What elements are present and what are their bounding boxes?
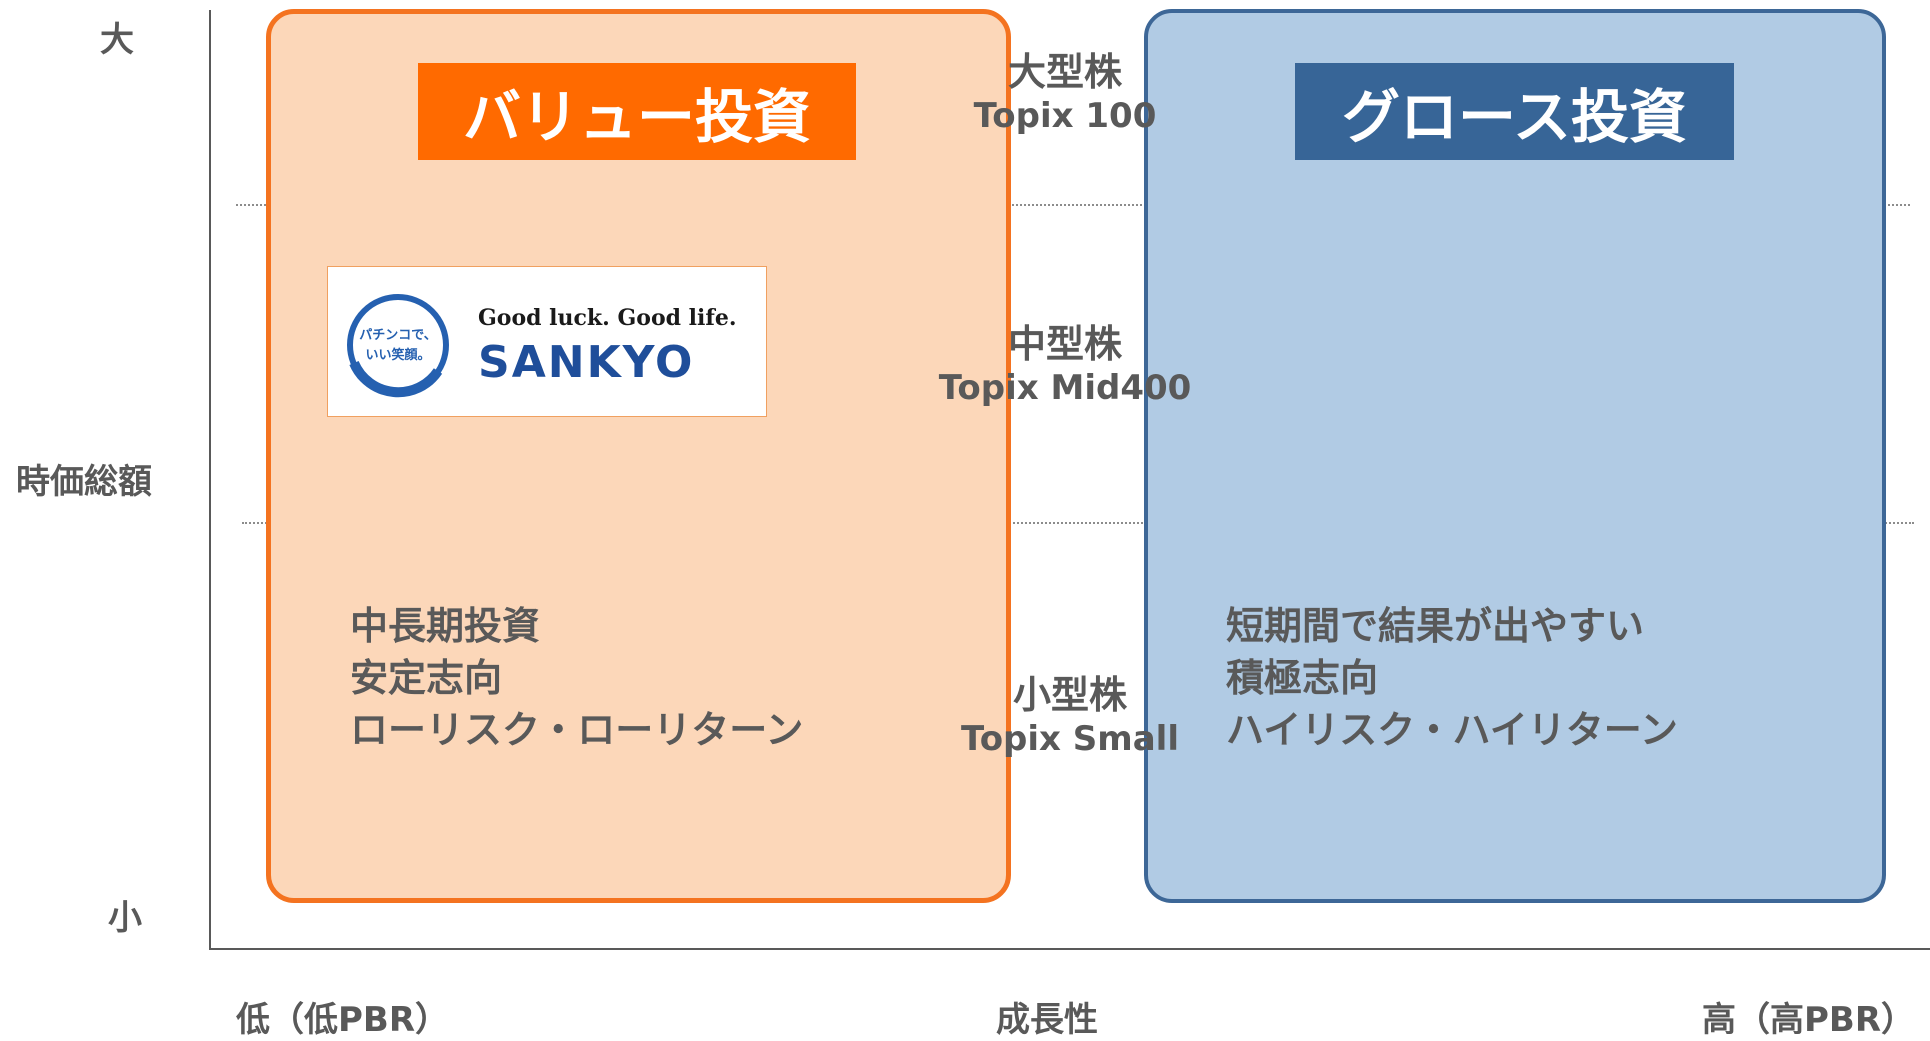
sankyo-logo-graphic: パチンコで、 いい笑顔。 Good luck. Good life. SANKY…: [347, 294, 737, 398]
growth-description: 短期間で結果が出やすい 積極志向 ハイリスク・ハイリターン: [1226, 600, 1678, 756]
tier-mid: 中型株 Topix Mid400: [910, 322, 1220, 408]
value-investing-panel: [266, 9, 1011, 903]
x-axis-line: [209, 948, 1930, 950]
tier-small-jp: 小型株: [1012, 673, 1127, 717]
svg-text:Good luck. Good life.: Good luck. Good life.: [478, 305, 737, 331]
tier-separator-upper: [236, 204, 1910, 206]
tier-large: 大型株 Topix 100: [960, 50, 1170, 136]
value-line: 中長期投資: [350, 604, 541, 648]
growth-line: 短期間で結果が出やすい: [1226, 604, 1645, 648]
growth-investing-title: グロース投資: [1295, 63, 1734, 160]
value-line: ローリスク・ローリターン: [350, 708, 804, 752]
growth-line: 積極志向: [1226, 656, 1379, 700]
x-axis-right-label: 高（高PBR）: [1702, 1000, 1916, 1040]
value-description: 中長期投資 安定志向 ローリスク・ローリターン: [350, 600, 803, 756]
y-axis-title: 時価総額: [16, 462, 152, 502]
x-axis-left-label: 低（低PBR）: [236, 1000, 450, 1040]
y-axis-line: [209, 10, 211, 950]
value-line: 安定志向: [350, 656, 503, 700]
svg-text:パチンコで、: パチンコで、: [359, 328, 436, 343]
growth-line: ハイリスク・ハイリターン: [1226, 708, 1678, 752]
value-investing-title: バリュー投資: [418, 63, 856, 160]
sankyo-logo: パチンコで、 いい笑顔。 Good luck. Good life. SANKY…: [327, 266, 767, 417]
tier-large-jp: 大型株: [1007, 50, 1122, 94]
y-axis-top-label: 大: [100, 20, 134, 60]
tier-separator-lower: [242, 522, 1914, 524]
tier-small-en: Topix Small: [961, 718, 1179, 759]
x-axis-title: 成長性: [996, 1000, 1098, 1040]
tier-mid-jp: 中型株: [1007, 322, 1122, 366]
svg-text:いい笑顔。: いい笑顔。: [365, 347, 430, 363]
tier-mid-en: Topix Mid400: [938, 367, 1192, 408]
svg-text:SANKYO: SANKYO: [478, 337, 694, 388]
y-axis-bottom-label: 小: [108, 898, 142, 938]
tier-large-en: Topix 100: [973, 95, 1157, 136]
tier-small: 小型株 Topix Small: [935, 673, 1205, 759]
